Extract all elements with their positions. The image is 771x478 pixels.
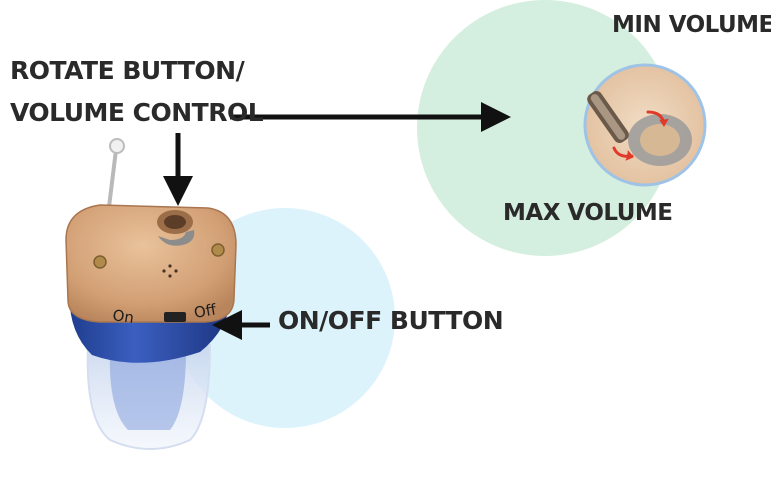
hearing-aid-device: On Off [65,138,237,450]
microphone-holes [162,264,178,278]
rotate-button-label-line1: ROTATE BUTTON/ [10,56,245,85]
onoff-button-label: ON/OFF BUTTON [278,306,504,335]
device-off-text: Off [193,300,219,322]
min-volume-label: MIN VOLUME [612,12,771,38]
rotate-arrows-icon [612,110,669,161]
device-on-text: On [111,306,135,327]
mint-background-circle [417,0,673,256]
volume-detail-zoom [583,63,707,187]
rotate-button-label-line2: VOLUME CONTROL [10,98,264,127]
max-volume-label: MAX VOLUME [503,200,673,226]
